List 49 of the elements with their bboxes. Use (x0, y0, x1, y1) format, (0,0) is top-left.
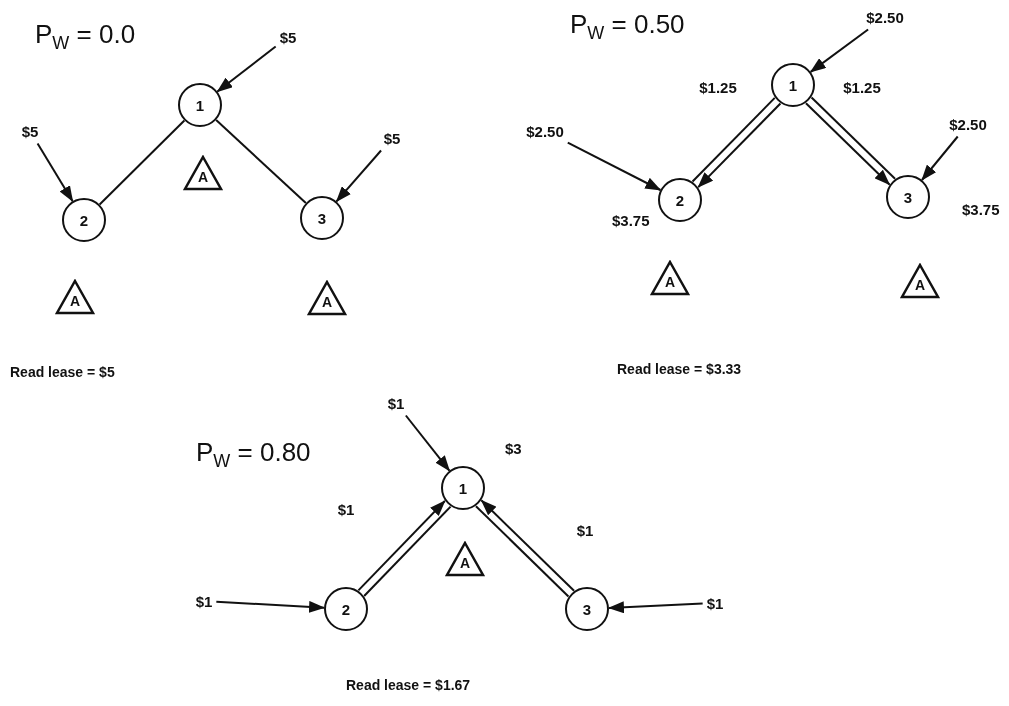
connector-line (98, 119, 186, 206)
node-circle: 1 (771, 63, 815, 107)
arrow (697, 102, 782, 189)
copy-triangle: A (307, 280, 347, 316)
arrow (216, 45, 277, 93)
node-circle: 3 (565, 587, 609, 631)
probability-heading: P$_{W}$ = 0.0 (35, 19, 136, 55)
node-circle: 3 (300, 196, 344, 240)
node-circle: 2 (62, 198, 106, 242)
cost-label: $2.50 (866, 8, 904, 26)
arrow (809, 28, 870, 73)
cost-label: $1 (387, 394, 405, 412)
connector-line (691, 96, 776, 183)
lease-note: Read lease = $5 (10, 364, 115, 380)
arrow (357, 500, 446, 592)
arrow (335, 149, 383, 203)
arrow (920, 135, 959, 181)
arrow (608, 601, 704, 614)
connector-line (363, 505, 452, 597)
cost-label: $5 (383, 129, 401, 147)
cost-label: $2.50 (526, 122, 564, 140)
probability-heading: P$_{W}$ = 0.80 (196, 437, 311, 473)
arrow (804, 102, 891, 186)
copy-triangle: A (55, 279, 95, 315)
lease-note: Read lease = $3.33 (617, 361, 742, 377)
value-label: $3.75 (612, 212, 650, 229)
cost-label: $1 (706, 594, 724, 612)
copy-triangle: A (445, 541, 485, 577)
arrow (404, 414, 451, 472)
connector-line (810, 96, 897, 180)
value-label: $3 (505, 440, 522, 457)
copy-triangle: A (183, 155, 223, 191)
copy-triangle: A (650, 260, 690, 296)
cost-label: $5 (279, 28, 297, 46)
lease-note: Read lease = $1.67 (346, 677, 471, 693)
copy-triangle: A (900, 263, 940, 299)
cost-label: $5 (21, 122, 39, 140)
connector-line (215, 118, 307, 205)
arrow (480, 499, 576, 592)
value-label: $3.75 (962, 201, 1000, 218)
arrow (36, 142, 74, 203)
probability-heading: P$_{W}$ = 0.50 (570, 9, 685, 45)
arrow (215, 600, 326, 613)
node-circle: 2 (324, 587, 368, 631)
node-circle: 1 (178, 83, 222, 127)
cost-label: $2.50 (949, 115, 987, 133)
cost-label: $1 (195, 592, 213, 610)
connector-line (474, 505, 570, 598)
arrow (566, 141, 662, 191)
